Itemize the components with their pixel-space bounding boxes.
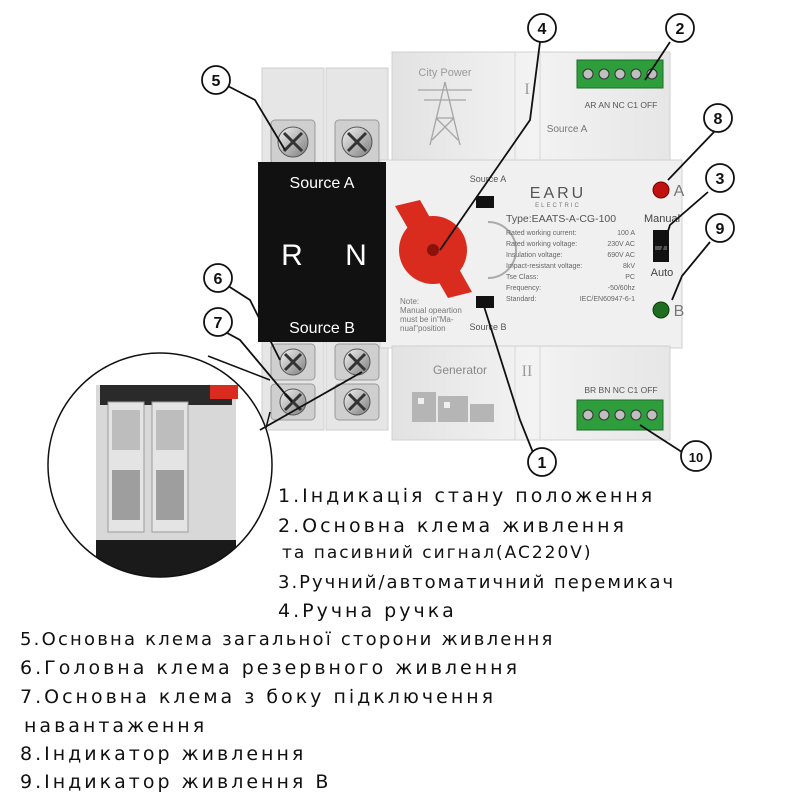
note-line-1: Note: [400,297,419,306]
legend-item-6: 6.Головна клема резервного живлення [20,657,521,679]
legend-item-2-cont: та пасивний сигнал(AC220V) [282,543,593,563]
legend-item-1: 1.Індикація стану положення [278,485,656,507]
city-power-module: City Power I Source A AR AN NC C1 OFF [418,67,658,146]
city-power-label: City Power [418,67,472,79]
callout-9-number: 9 [716,221,725,238]
source-b-window-label: Source B [469,322,506,332]
callout-3: 3 [705,163,735,193]
callout-8: 8 [703,103,733,133]
callout-6-number: 6 [214,271,223,288]
legend-item-3: 3.Ручний/автоматичний перемикач [278,572,676,593]
auto-label: Auto [651,267,674,279]
top-terminal-block [576,59,664,89]
power-tower-icon [418,81,472,146]
spec-table: Rated working current: 100 A Rated worki… [506,230,635,303]
brand-logo: EARU [530,185,586,202]
rotation-arrow-icon [487,221,517,279]
callout-4: 4 [527,13,557,43]
source-b-window [476,296,494,308]
spec-value: -50/60hz [608,285,636,292]
callout-leaders [217,41,715,461]
indicator-a-label: A [674,183,685,200]
callout-2-number: 2 [676,21,685,38]
manual-label: Manual [644,213,680,225]
callout-9: 9 [705,213,735,243]
front-panel: Source A R N Source B [258,162,386,342]
callout-5: 5 [201,65,231,95]
top-terminal-labels: AR AN NC C1 OFF [585,100,658,110]
indicator-b-light [652,301,670,319]
callout-6: 6 [203,263,233,293]
callout-3-number: 3 [716,171,725,188]
callout-markers: 1 2 3 4 5 6 7 8 9 10 [201,13,735,477]
spec-value: 8kV [623,263,635,270]
spec-key: Frequency: [506,285,541,292]
bottom-terminal-labels: BR BN NC C1 OFF [584,385,657,395]
note-line-2: Manual opeartion [400,306,462,315]
source-a-terminal-label: Source A [547,124,588,135]
roman-one: I [524,81,529,98]
main-terminal-screws [270,119,380,421]
manual-handle [395,200,472,298]
spec-key: Impact-resistant voltage: [506,263,582,270]
spec-key: Rated working current: [506,230,576,237]
spec-value: IEC/EN60947-6-1 [580,296,635,303]
source-a-window-label: Source A [470,174,507,184]
phase-n-label: N [345,239,367,272]
legend-item-8: 8.Індикатор живлення [20,743,307,765]
generator-module: Generator II BR BN NC C1 OFF [412,363,658,422]
source-b-label: Source B [289,320,355,337]
zoom-detail [47,352,273,578]
source-a-window [476,196,494,208]
spec-value: 230V AC [607,241,635,248]
callout-7: 7 [203,307,233,337]
roman-two: II [522,363,533,380]
model-type: Type:EAATS-A-CG-100 [506,213,616,225]
spec-value: 100 A [617,230,635,237]
note-line-3: must be in"Ma- [400,315,454,324]
generator-label: Generator [433,363,487,377]
note-line-4: nual"position [400,324,446,333]
spec-value: PC [625,274,635,281]
spec-key: Rated working voltage: [506,241,577,248]
callout-1-number: 1 [538,455,547,472]
source-a-label: Source A [290,175,355,192]
callout-7-number: 7 [214,315,223,332]
callout-5-number: 5 [212,73,221,90]
bottom-terminal-block [576,399,664,431]
legend-item-2: 2.Основна клема живлення [278,515,627,537]
spec-key: Insulation voltage: [506,252,562,259]
callout-1: 1 [527,447,557,477]
legend-item-4: 4.Ручна ручка [278,600,457,622]
legend-item-9: 9.Індикатор живлення B [20,771,332,793]
legend-item-7-cont: навантаження [24,715,208,737]
indicator-a-light [652,181,670,199]
callout-8-number: 8 [714,111,723,128]
spec-key: Standard: [506,296,536,303]
callout-2: 2 [665,13,695,43]
generator-icon [412,392,494,422]
brand-sub: ELECTRIC [535,203,581,209]
legend-item-5: 5.Основна клема загальної сторони живлен… [20,629,555,650]
legend-item-7: 7.Основна клема з боку підключення [20,686,497,708]
callout-10: 10 [680,440,712,472]
spec-key: Tse Class: [506,274,538,281]
indicator-b-label: B [674,303,685,320]
callout-10-number: 10 [689,450,703,465]
callout-4-number: 4 [538,21,547,38]
phase-r-label: R [281,239,303,272]
spec-value: 690V AC [607,252,635,259]
